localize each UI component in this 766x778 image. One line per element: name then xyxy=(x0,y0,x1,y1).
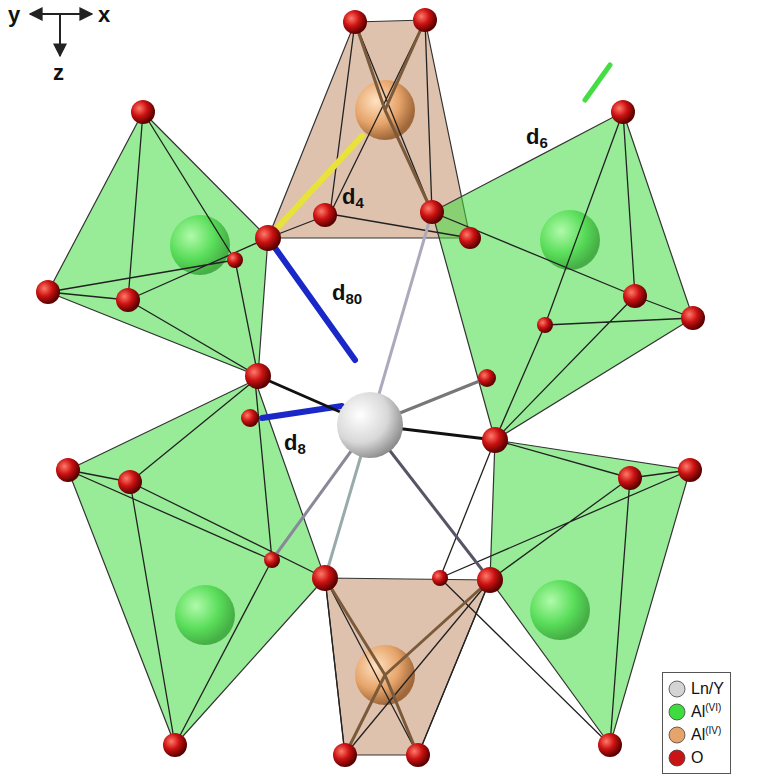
legend-text: O xyxy=(691,749,703,767)
legend-swatch-svg xyxy=(667,679,687,699)
legend-swatch xyxy=(669,681,685,697)
axis-label: z xyxy=(53,62,64,84)
distance-label: d8 xyxy=(284,432,306,454)
legend-swatch xyxy=(669,727,685,743)
legend-text: Al(VI) xyxy=(691,703,721,721)
distance-label: d80 xyxy=(332,282,362,304)
distance-label: d4 xyxy=(342,186,364,208)
cation-spheres xyxy=(170,80,600,705)
legend-row: Ln/Y xyxy=(667,677,724,700)
legend-box: Ln/Y Al(VI) Al(IV) O xyxy=(662,672,731,774)
legend-swatch-svg xyxy=(667,702,687,722)
legend-swatch-svg xyxy=(667,725,687,745)
legend-row: Al(VI) xyxy=(667,700,724,723)
axis-arrows xyxy=(30,14,92,56)
polyhedra xyxy=(48,20,693,755)
axis-label: x xyxy=(98,4,110,26)
axis-label: y xyxy=(8,4,20,26)
legend-swatch xyxy=(669,704,685,720)
distance-label: d6 xyxy=(526,126,548,148)
legend-swatch-svg xyxy=(667,748,687,768)
legend-swatch xyxy=(669,750,685,766)
legend-row: O xyxy=(667,746,724,769)
oxygen-atoms xyxy=(36,8,705,767)
distance-bonds xyxy=(262,65,610,418)
ln-atom xyxy=(337,392,403,458)
polyhedron-edges xyxy=(48,20,693,755)
ln-bonds xyxy=(258,212,495,580)
legend-text: Ln/Y xyxy=(691,680,724,698)
legend-row: Al(IV) xyxy=(667,723,724,746)
legend-text: Al(IV) xyxy=(691,726,721,744)
